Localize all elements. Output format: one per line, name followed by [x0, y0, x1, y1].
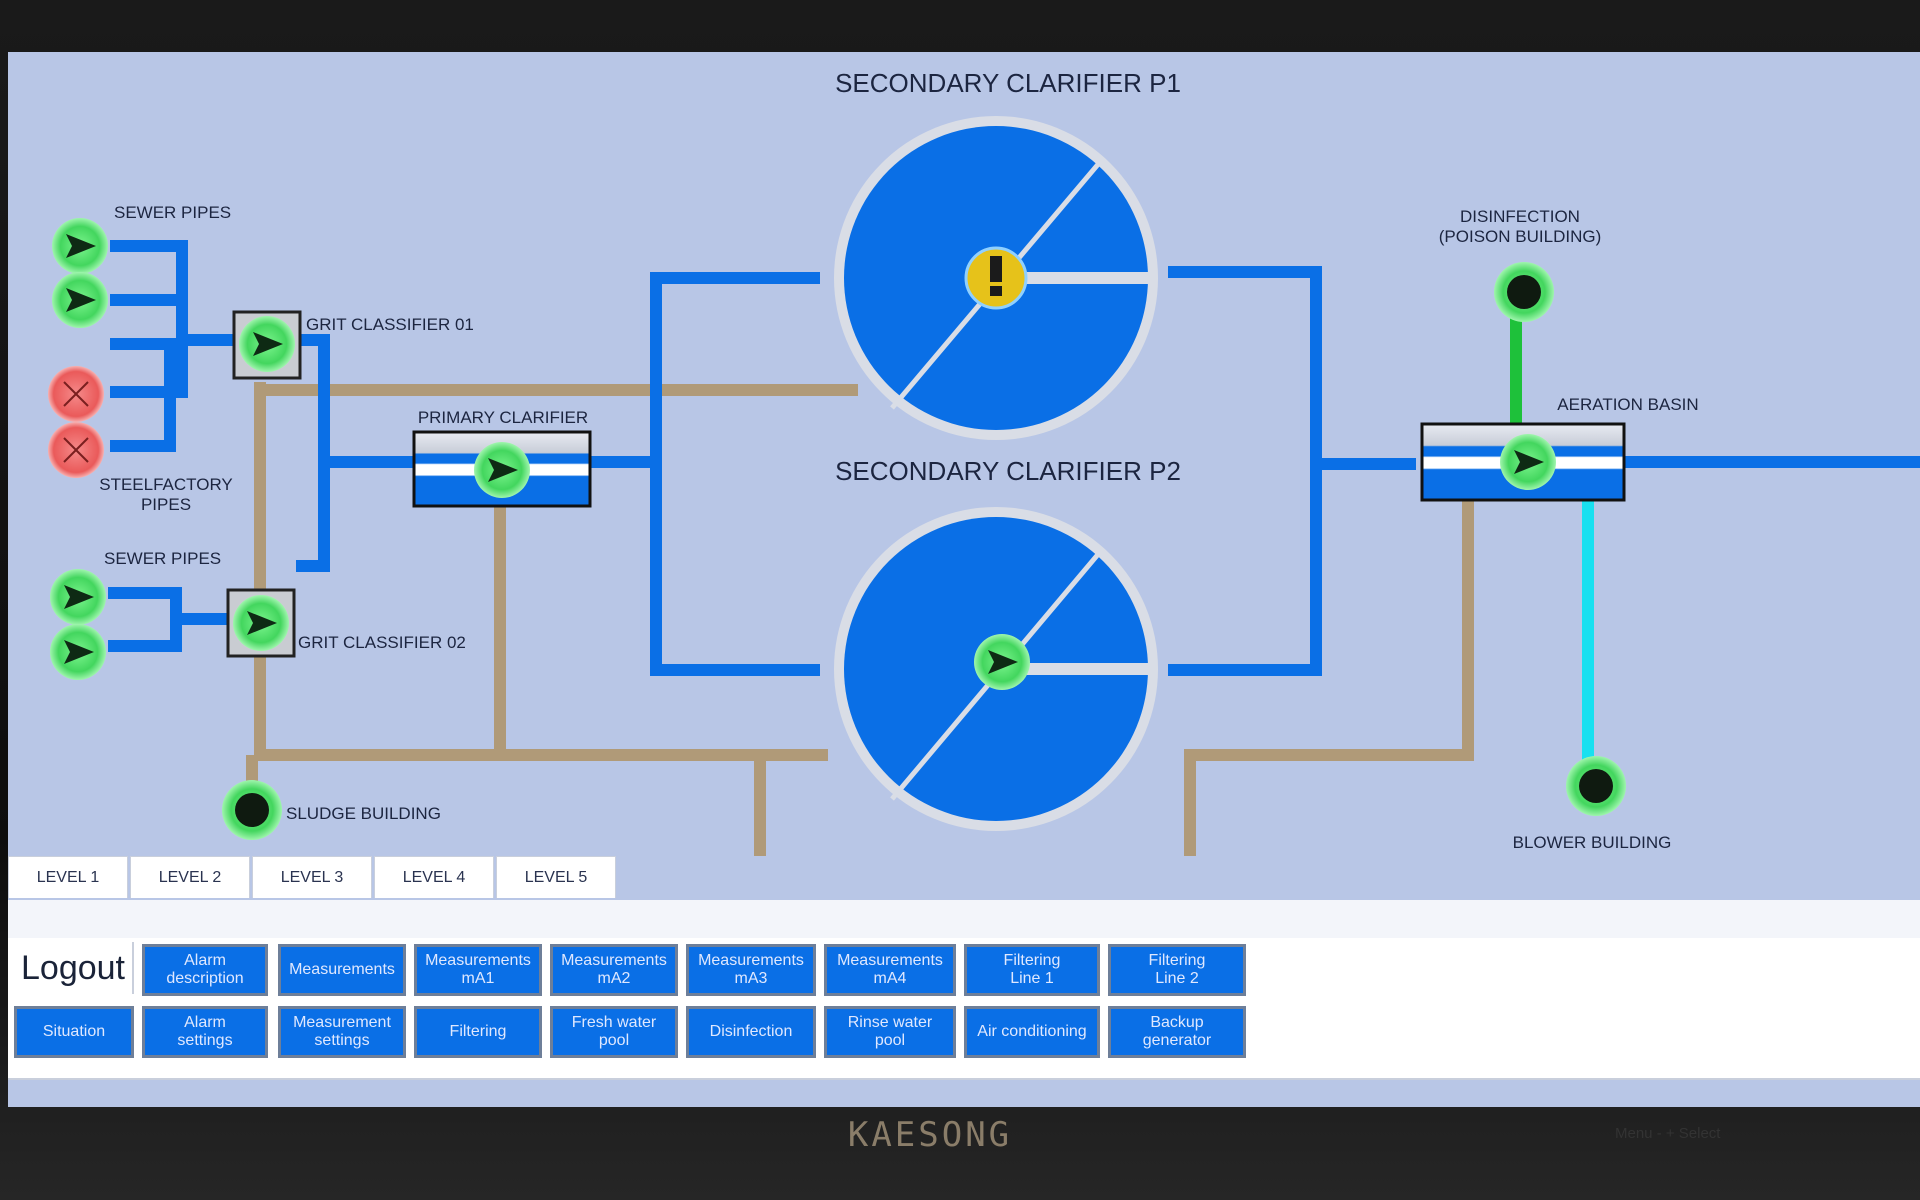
alarm-description-button[interactable]: Alarm description	[142, 944, 268, 996]
play-icon	[66, 234, 96, 258]
aeration-basin-label: AERATION BASIN	[1557, 395, 1698, 414]
measurement-settings-button[interactable]: Measurement settings	[278, 1006, 406, 1058]
sewer-pipes-top-label: SEWER PIPES	[114, 203, 231, 222]
sewer-pipes-bottom-label: SEWER PIPES	[104, 549, 221, 568]
monitor-hardware-buttons[interactable]: Menu - + Select	[1615, 1125, 1721, 1142]
grit-classifier-01-label: GRIT CLASSIFIER 01	[306, 315, 474, 334]
measurements-ma2-button[interactable]: Measurements mA2	[550, 944, 678, 996]
steelfactory-label-line2: PIPES	[141, 495, 191, 514]
secondary-clarifier-p1-title: SECONDARY CLARIFIER P1	[835, 68, 1181, 98]
navigation-panel: Logout Alarm description Measurements Me…	[8, 938, 1920, 1080]
level-tabs: LEVEL 1 LEVEL 2 LEVEL 3 LEVEL 4 LEVEL 5	[8, 856, 618, 900]
process-diagram: SECONDARY CLARIFIER P1 SECONDARY CLARIFI…	[48, 68, 1920, 856]
air-conditioning-button[interactable]: Air conditioning	[964, 1006, 1100, 1058]
play-icon	[66, 288, 96, 312]
sludge-building-label: SLUDGE BUILDING	[286, 804, 441, 823]
sludge-building-indicator[interactable]	[222, 780, 282, 840]
rinse-water-pool-button[interactable]: Rinse water pool	[824, 1006, 956, 1058]
play-icon	[64, 585, 94, 609]
sludge-lines	[246, 382, 1474, 856]
tab-level-5[interactable]: LEVEL 5	[496, 856, 616, 898]
primary-clarifier-label: PRIMARY CLARIFIER	[418, 408, 588, 427]
disinfection-building-indicator[interactable]	[1494, 262, 1554, 322]
secondary-clarifier-p2-title: SECONDARY CLARIFIER P2	[835, 456, 1181, 486]
fresh-water-pool-button[interactable]: Fresh water pool	[550, 1006, 678, 1058]
tab-level-1[interactable]: LEVEL 1	[8, 856, 128, 898]
disinfection-label-line2: (POISON BUILDING)	[1439, 227, 1601, 246]
situation-button[interactable]: Situation	[14, 1006, 134, 1058]
measurements-ma4-button[interactable]: Measurements mA4	[824, 944, 956, 996]
tab-bar-spacer	[8, 900, 1920, 940]
disinfection-label-line1: DISINFECTION	[1460, 207, 1580, 226]
tab-level-3[interactable]: LEVEL 3	[252, 856, 372, 898]
filtering-line-1-button[interactable]: Filtering Line 1	[964, 944, 1100, 996]
filtering-line-2-button[interactable]: Filtering Line 2	[1108, 944, 1246, 996]
steelfactory-label-line1: STEELFACTORY	[99, 475, 233, 494]
alarm-settings-button[interactable]: Alarm settings	[142, 1006, 268, 1058]
play-icon	[247, 611, 277, 635]
alarm-icon[interactable]	[964, 246, 1028, 310]
sewer-pump-1[interactable]	[52, 218, 108, 274]
sewer-pump-3[interactable]	[50, 569, 106, 625]
logout-button[interactable]: Logout	[14, 942, 134, 994]
blower-building-label: BLOWER BUILDING	[1513, 833, 1672, 852]
play-icon	[64, 640, 94, 664]
backup-generator-button[interactable]: Backup generator	[1108, 1006, 1246, 1058]
measurements-button[interactable]: Measurements	[278, 944, 406, 996]
play-icon	[488, 458, 518, 482]
measurements-ma1-button[interactable]: Measurements mA1	[414, 944, 542, 996]
tab-level-2[interactable]: LEVEL 2	[130, 856, 250, 898]
secondary-clarifier-p2-pump[interactable]	[974, 634, 1030, 690]
grit-classifier-01-pump[interactable]	[239, 316, 295, 372]
water-lines	[108, 240, 1920, 676]
blower-building-indicator[interactable]	[1566, 756, 1626, 816]
steel-pump-2[interactable]	[48, 422, 104, 478]
sewer-pump-2[interactable]	[52, 272, 108, 328]
tab-level-4[interactable]: LEVEL 4	[374, 856, 494, 898]
disinfection-button[interactable]: Disinfection	[686, 1006, 816, 1058]
monitor-brand-logo: KAESONG	[847, 1115, 1013, 1155]
grit-classifier-02-pump[interactable]	[233, 595, 289, 651]
measurements-ma3-button[interactable]: Measurements mA3	[686, 944, 816, 996]
primary-clarifier-pump[interactable]	[474, 442, 530, 498]
play-icon	[253, 332, 283, 356]
filtering-button[interactable]: Filtering	[414, 1006, 542, 1058]
play-icon	[988, 650, 1018, 674]
play-icon	[1514, 450, 1544, 474]
grit-classifier-02-label: GRIT CLASSIFIER 02	[298, 633, 466, 652]
steel-pump-1[interactable]	[48, 366, 104, 422]
sewer-pump-4[interactable]	[50, 624, 106, 680]
scada-screen: SECONDARY CLARIFIER P1 SECONDARY CLARIFI…	[8, 52, 1920, 1107]
aeration-basin-pump[interactable]	[1500, 434, 1556, 490]
